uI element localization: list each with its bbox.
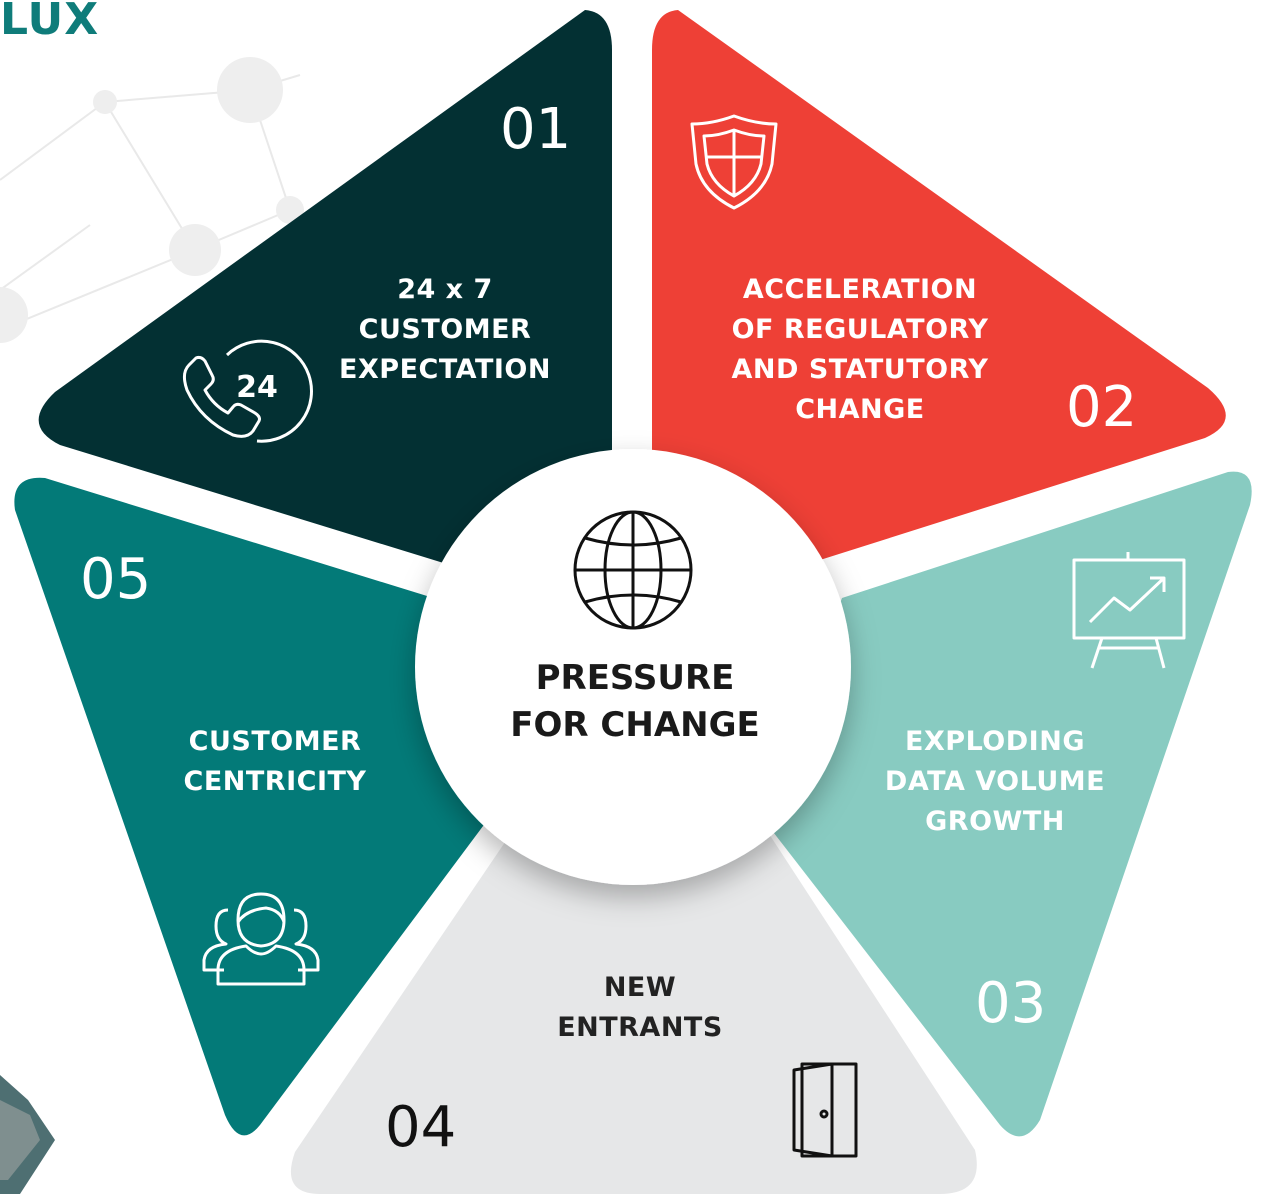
phone-24-icon: 24 (182, 339, 313, 443)
segment-01-label-line: EXPECTATION (339, 354, 551, 385)
segment-03-number: 03 (975, 971, 1047, 1036)
globe-icon (573, 510, 693, 630)
segment-02-label-line: CHANGE (795, 394, 925, 425)
segment-04-shape (290, 820, 977, 1194)
center-title: PRESSURE FOR CHANGE (480, 655, 790, 749)
segment-02-shape (652, 10, 1226, 565)
presentation-chart-icon (1072, 552, 1186, 669)
segment-05-number: 05 (80, 547, 152, 612)
segment-01-label-line: CUSTOMER (358, 314, 532, 345)
door-icon (792, 1062, 858, 1158)
segment-01-number: 01 (500, 97, 572, 162)
segment-05-label-line: CUSTOMER (188, 726, 362, 757)
segment-04-label: NEW ENTRANTS (520, 968, 760, 1048)
users-icon (202, 892, 320, 986)
segment-03-label-line: GROWTH (925, 806, 1065, 837)
segment-05-label: CUSTOMER CENTRICITY (150, 722, 400, 802)
shield-icon (690, 114, 778, 210)
brand-logo-text: LUX (0, 0, 100, 45)
segment-01-label-line: 24 x 7 (397, 274, 493, 305)
segment-04-label-line: ENTRANTS (557, 1012, 723, 1043)
phone-24-icon-text: 24 (236, 370, 278, 405)
segment-03-label-line: DATA VOLUME (884, 766, 1106, 797)
segment-05-label-line: CENTRICITY (183, 766, 367, 797)
segment-02-number: 02 (1066, 375, 1138, 440)
segment-04-number: 04 (385, 1095, 457, 1160)
segment-02-label: ACCELERATION OF REGULATORY AND STATUTORY… (705, 270, 1015, 430)
segment-04-label-line: NEW (603, 972, 677, 1003)
segment-03-label-line: EXPLODING (905, 726, 1085, 757)
center-title-line: FOR CHANGE (510, 705, 760, 745)
segment-05-shape (14, 477, 495, 1136)
center-circle (415, 449, 851, 885)
segment-02-label-line: AND STATUTORY (731, 354, 989, 385)
segment-01-label: 24 x 7 CUSTOMER EXPECTATION (310, 270, 580, 390)
segment-03-label: EXPLODING DATA VOLUME GROWTH (860, 722, 1130, 842)
segment-02-label-line: OF REGULATORY (731, 314, 989, 345)
center-title-line: PRESSURE (535, 658, 735, 698)
segment-02-label-line: ACCELERATION (742, 274, 978, 305)
segment-01-shape (38, 10, 612, 565)
